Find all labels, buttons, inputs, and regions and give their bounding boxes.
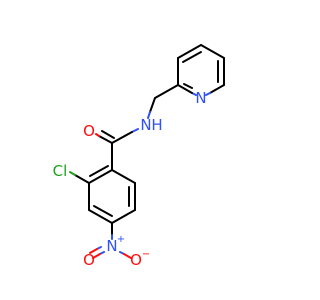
bond — [111, 131, 133, 144]
bond — [98, 135, 113, 144]
bond — [205, 92, 211, 96]
bond — [74, 174, 90, 184]
atom-o-amide: O — [83, 122, 95, 140]
bond — [123, 253, 132, 259]
atom-n-amide: N — [140, 116, 151, 134]
bond — [209, 84, 225, 94]
bond — [111, 209, 136, 224]
atom-h-amide: H — [151, 116, 162, 134]
bond — [89, 165, 109, 177]
bond — [154, 84, 179, 99]
bond — [93, 205, 113, 217]
bond — [69, 171, 76, 176]
atom-n-pyridine: N — [195, 89, 206, 107]
charge-minus: − — [142, 249, 150, 260]
bond — [88, 209, 113, 224]
bond — [111, 169, 136, 184]
bond — [131, 128, 139, 133]
charge-plus: + — [117, 234, 125, 245]
bond — [149, 97, 156, 113]
bond — [88, 169, 113, 184]
bond — [147, 111, 151, 119]
bond — [101, 130, 115, 139]
bond — [89, 248, 98, 254]
bond — [200, 44, 225, 59]
atom-o-nitro-left: O — [83, 251, 95, 269]
atom-o-nitro-right: O — [130, 251, 142, 269]
bond — [183, 83, 193, 89]
bond — [92, 253, 101, 259]
bond — [177, 44, 202, 59]
bond — [177, 84, 193, 94]
atom-n-nitro: N — [106, 237, 117, 255]
benzene-ring — [88, 142, 136, 224]
pyridine-ring — [177, 44, 225, 96]
bond — [95, 133, 100, 137]
atom-cl: Cl — [53, 162, 68, 180]
molecule-structure: O N H N Cl N + O O − — [53, 44, 225, 269]
bond — [182, 51, 202, 63]
